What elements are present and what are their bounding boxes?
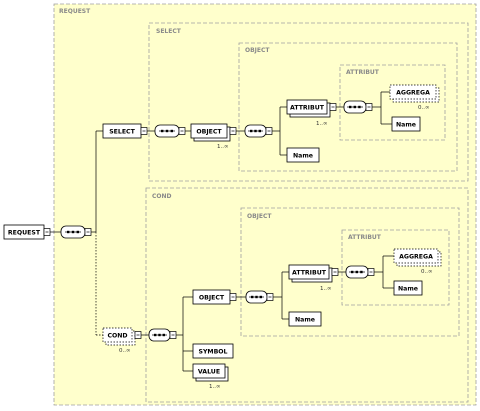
node-select-obj-name[interactable]: Name	[286, 147, 320, 163]
node-select-attribut-label: ATTRIBUT	[290, 104, 325, 111]
node-cond[interactable]: COND 0..∞	[102, 327, 142, 354]
node-value-label: VALUE	[198, 368, 220, 375]
node-cond-obj-name[interactable]: Name	[288, 311, 322, 327]
node-select-object[interactable]: OBJECT 1..∞	[190, 123, 237, 150]
sequence-request[interactable]	[60, 225, 92, 239]
node-cond-object-label: OBJECT	[199, 294, 225, 301]
node-request[interactable]: REQUEST	[3, 224, 51, 240]
group-cond-label: COND	[152, 193, 172, 200]
node-cond-attr-name[interactable]: Name	[393, 280, 423, 296]
group-cond-object-label: OBJECT	[247, 213, 272, 220]
node-select[interactable]: SELECT	[102, 123, 148, 139]
sequence-select-attribut[interactable]	[343, 100, 373, 114]
sequence-cond-attribut[interactable]	[345, 265, 375, 279]
node-cond-attribut-label: ATTRIBUT	[292, 269, 327, 276]
card-value: 1..∞	[209, 384, 221, 390]
node-select-attribut[interactable]: ATTRIBUT 1..∞	[286, 99, 337, 127]
node-select-attr-name-label: Name	[396, 121, 416, 128]
sequence-select[interactable]	[154, 124, 186, 138]
group-select-attribut-label: ATTRIBUT	[346, 69, 380, 76]
node-select-attr-name[interactable]: Name	[391, 116, 421, 132]
node-cond-aggrega[interactable]: AGGREGA 0..∞	[393, 248, 442, 275]
node-select-aggrega-label: AGGREGA	[396, 89, 430, 96]
node-cond-aggrega-label: AGGREGA	[399, 253, 433, 260]
node-cond-obj-name-label: Name	[295, 316, 315, 323]
card-select-attribut: 1..∞	[316, 121, 328, 127]
node-select-aggrega[interactable]: AGGREGA 0..∞	[389, 84, 440, 111]
sequence-cond-object[interactable]	[245, 290, 274, 304]
node-value[interactable]: VALUE 1..∞	[192, 363, 229, 390]
node-select-object-label: OBJECT	[196, 128, 222, 135]
card-cond: 0..∞	[119, 348, 131, 354]
card-cond-attribut: 1..∞	[320, 286, 332, 292]
node-select-obj-name-label: Name	[293, 152, 313, 159]
group-select-object-label: OBJECT	[245, 47, 270, 54]
node-cond-object[interactable]: OBJECT	[192, 289, 237, 305]
card-select-object: 1..∞	[217, 144, 229, 150]
node-request-label: REQUEST	[8, 229, 41, 236]
node-cond-label: COND	[107, 332, 127, 339]
node-cond-attr-name-label: Name	[398, 285, 418, 292]
sequence-cond[interactable]	[148, 328, 177, 342]
sequence-select-object[interactable]	[244, 124, 273, 138]
node-symbol-label: SYMBOL	[198, 348, 227, 355]
node-cond-attribut[interactable]: ATTRIBUT 1..∞	[288, 264, 339, 292]
node-select-label: SELECT	[109, 128, 135, 135]
group-select-label: SELECT	[156, 28, 182, 35]
node-symbol[interactable]: SYMBOL	[192, 343, 234, 359]
connectors	[50, 91, 394, 372]
group-cond-attribut-label: ATTRIBUT	[348, 234, 382, 241]
card-cond-aggrega: 0..∞	[421, 269, 433, 275]
card-select-aggrega: 0..∞	[418, 105, 430, 111]
group-request-label: REQUEST	[59, 8, 91, 15]
